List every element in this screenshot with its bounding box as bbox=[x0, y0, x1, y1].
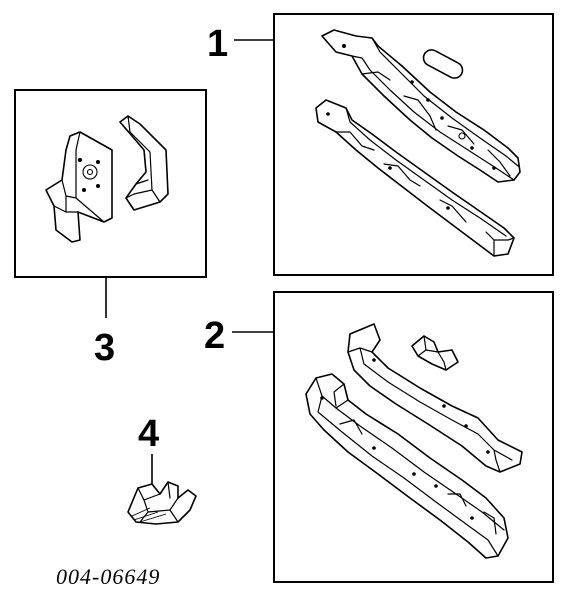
callout-1: 1 bbox=[207, 23, 228, 65]
gusset-part-4 bbox=[127, 481, 197, 525]
figure-number: 004-06649 bbox=[56, 564, 160, 589]
mounting-bracket-part-3 bbox=[45, 131, 113, 243]
side-rail-part-2 bbox=[305, 373, 509, 559]
panel-part-2 bbox=[273, 291, 554, 583]
corner-bracket-part-3 bbox=[119, 115, 169, 211]
frame-rail-lower-part-1 bbox=[315, 99, 515, 257]
callout-3: 3 bbox=[94, 327, 115, 369]
rubber-plug-part-1 bbox=[422, 49, 464, 79]
frame-rail-upper-part-1 bbox=[321, 29, 521, 183]
crossmember-bracket-part-2 bbox=[347, 323, 523, 473]
callout-4: 4 bbox=[138, 413, 159, 455]
callout-2: 2 bbox=[204, 315, 225, 357]
small-clip-part-2 bbox=[411, 335, 459, 371]
